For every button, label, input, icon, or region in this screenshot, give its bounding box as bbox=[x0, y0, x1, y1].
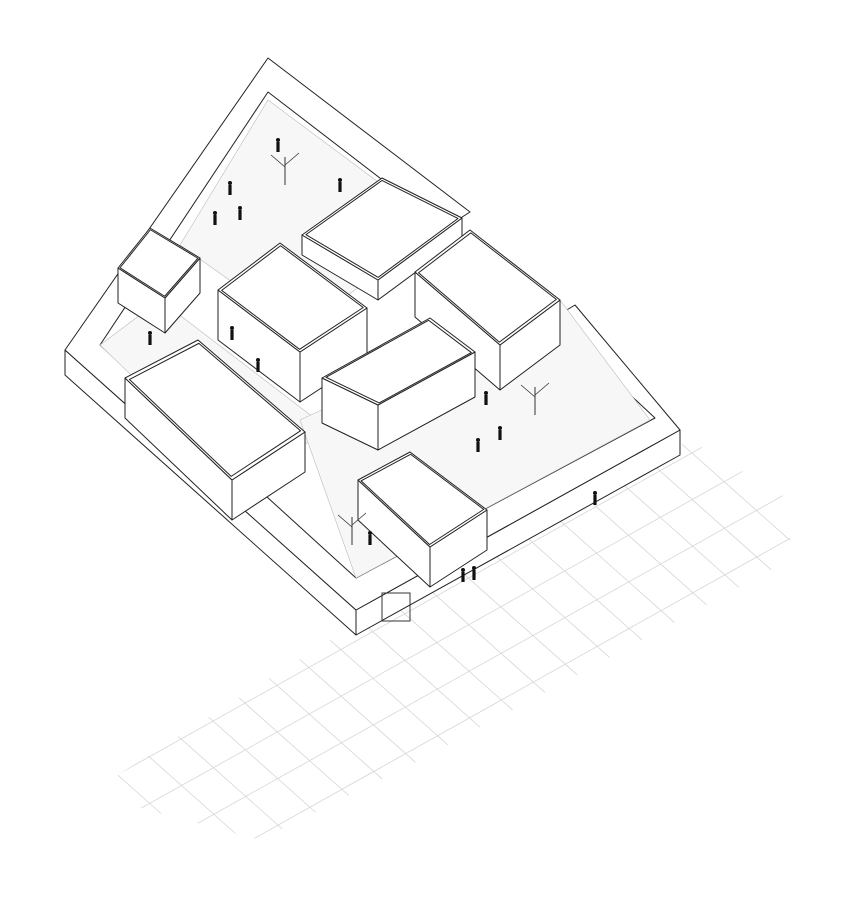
roof-parapet bbox=[221, 245, 364, 350]
person-body bbox=[484, 395, 488, 405]
person-figure bbox=[498, 426, 502, 440]
person-body bbox=[238, 210, 242, 220]
grid-line bbox=[110, 444, 790, 826]
person-body bbox=[593, 495, 597, 505]
gate-door bbox=[381, 592, 411, 622]
person-body bbox=[256, 362, 260, 372]
block-right bbox=[414, 229, 561, 391]
person-head bbox=[368, 531, 372, 535]
grid-line bbox=[781, 440, 790, 448]
tree-icon bbox=[270, 152, 300, 185]
person-head bbox=[228, 181, 232, 185]
person-figure bbox=[461, 568, 465, 582]
roof-parapet bbox=[325, 319, 472, 404]
person-head bbox=[230, 326, 234, 330]
person-figure bbox=[472, 566, 476, 580]
person-body bbox=[213, 215, 217, 225]
block-center-left bbox=[217, 242, 368, 403]
tree-branch bbox=[520, 384, 536, 398]
grid-line bbox=[167, 491, 790, 840]
person-figure bbox=[238, 206, 242, 220]
person-head bbox=[484, 391, 488, 395]
grid-line bbox=[669, 772, 790, 840]
person-head bbox=[461, 568, 465, 572]
tree-branch bbox=[270, 154, 286, 168]
human-figures bbox=[148, 138, 597, 622]
grid-line bbox=[418, 631, 790, 840]
grid-line bbox=[752, 818, 790, 840]
tree-branch bbox=[534, 382, 550, 396]
grid-line bbox=[110, 440, 131, 452]
person-body bbox=[498, 430, 502, 440]
person-body bbox=[338, 182, 342, 192]
person-head bbox=[213, 211, 217, 215]
person-body bbox=[276, 142, 280, 152]
person-figure bbox=[338, 178, 342, 192]
person-head bbox=[238, 206, 242, 210]
grid-line bbox=[110, 629, 341, 835]
person-body bbox=[461, 572, 465, 582]
roof-parapet bbox=[129, 342, 301, 477]
grid-line bbox=[729, 440, 790, 495]
tree-icon bbox=[337, 512, 367, 545]
roof-parapet bbox=[418, 232, 557, 343]
grid-line bbox=[501, 678, 790, 840]
grid-line bbox=[585, 725, 790, 840]
grid-line bbox=[251, 538, 790, 840]
tree-branch bbox=[284, 152, 300, 166]
person-head bbox=[148, 331, 152, 335]
pavilion-left bbox=[117, 227, 201, 334]
roof-parapet bbox=[305, 179, 459, 278]
person-figure bbox=[484, 391, 488, 405]
person-figure bbox=[213, 211, 217, 225]
person-body bbox=[472, 570, 476, 580]
grid-line bbox=[110, 721, 237, 835]
block-large-left bbox=[124, 339, 306, 521]
roof-parapet bbox=[360, 453, 485, 546]
grid-line bbox=[110, 675, 289, 835]
grid-line bbox=[334, 584, 790, 840]
grid-line bbox=[677, 440, 790, 541]
person-head bbox=[498, 426, 502, 430]
person-figure bbox=[593, 491, 597, 505]
person-figure bbox=[228, 181, 232, 195]
person-head bbox=[276, 138, 280, 142]
block-center bbox=[321, 317, 476, 451]
grid-line bbox=[110, 440, 716, 780]
person-body bbox=[148, 335, 152, 345]
grid-line bbox=[110, 814, 133, 835]
person-figure bbox=[148, 331, 152, 345]
person-body bbox=[368, 535, 372, 545]
block-top bbox=[301, 177, 463, 301]
person-head bbox=[256, 358, 260, 362]
tree-icon bbox=[520, 382, 550, 415]
block-bottom bbox=[357, 451, 488, 588]
person-figure bbox=[368, 531, 372, 545]
person-body bbox=[230, 330, 234, 340]
tree-branch bbox=[351, 512, 367, 526]
person-head bbox=[476, 438, 480, 442]
person-figure bbox=[276, 138, 280, 152]
person-body bbox=[228, 185, 232, 195]
person-head bbox=[338, 178, 342, 182]
person-head bbox=[472, 566, 476, 570]
person-head bbox=[593, 491, 597, 495]
building-blocks bbox=[117, 177, 561, 588]
person-body bbox=[476, 442, 480, 452]
person-figure bbox=[476, 438, 480, 452]
person-figure bbox=[256, 358, 260, 372]
tree-branch bbox=[337, 514, 353, 528]
person-figure bbox=[230, 326, 234, 340]
roof-parapet bbox=[119, 229, 199, 297]
